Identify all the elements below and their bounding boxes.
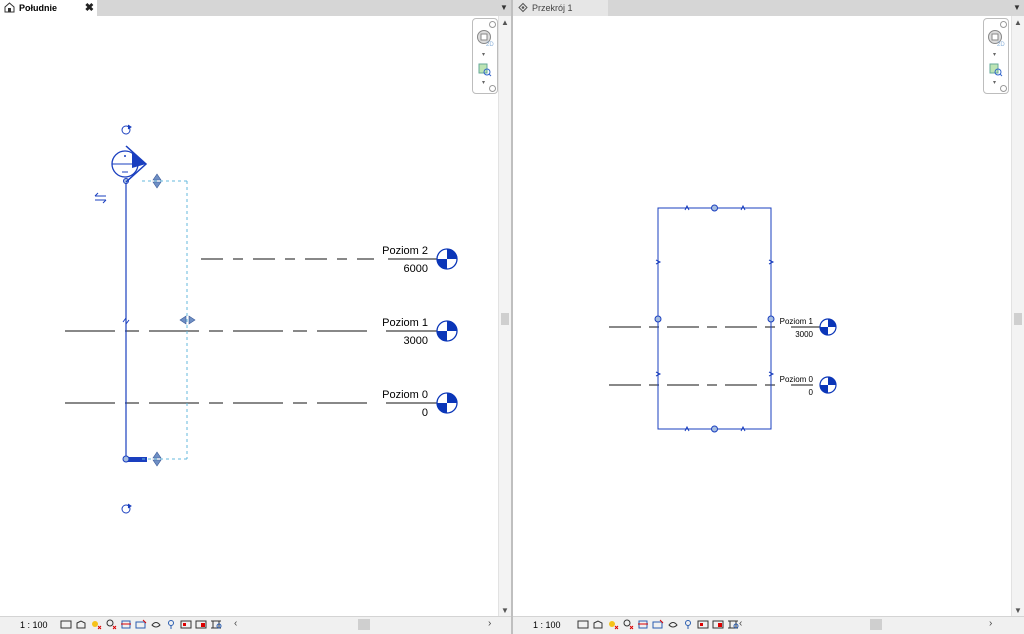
tab-dropdown-icon[interactable]: ▼ (1013, 3, 1021, 12)
section-head-marker[interactable] (111, 145, 148, 183)
rotate-icon[interactable] (121, 124, 132, 135)
right-view-window: Przekrój 1 ▼ 2D ▾ ▾ (513, 0, 1024, 634)
unlock-3d-view-icon[interactable] (150, 619, 162, 630)
level-name: Poziom 2 (382, 245, 428, 257)
scroll-down-icon[interactable]: ▼ (501, 606, 509, 615)
view-control-bar: 1 : 100 ‹ › (513, 616, 1024, 634)
visual-style-icon[interactable] (592, 619, 604, 630)
elevation-drawing-canvas[interactable]: Poziom 2 6000 Poziom 1 3000 Poziom 0 0 (0, 16, 498, 616)
tab-poludnie[interactable]: Południe ✖ (0, 0, 97, 16)
rotate-icon[interactable] (121, 503, 132, 514)
horizontal-drag-grip-icon[interactable] (179, 315, 196, 325)
temporary-view-properties-icon[interactable] (712, 619, 724, 630)
level-head-marker-icon[interactable] (819, 376, 837, 394)
reveal-hidden-icon[interactable] (180, 619, 192, 630)
section-drawing-canvas[interactable]: Poziom 1 3000 Poziom 0 0 (513, 16, 1011, 616)
analytical-model-icon[interactable] (210, 619, 222, 630)
level-head-marker-icon[interactable] (436, 248, 458, 270)
detail-level-icon[interactable] (60, 619, 72, 630)
chevron-down-icon[interactable]: ▾ (482, 80, 486, 86)
steering-wheel-2d-icon[interactable]: 2D (987, 29, 1005, 47)
temporary-hide-icon[interactable] (165, 619, 177, 630)
selected-section-line[interactable] (122, 178, 147, 463)
svg-text:2D: 2D (486, 42, 494, 47)
navigation-bar: 2D ▾ ▾ (983, 18, 1009, 94)
pane-divider[interactable] (511, 0, 513, 634)
view-control-bar: 1 : 100 ‹ › (0, 616, 511, 634)
level-name: Poziom 1 (382, 317, 428, 329)
temporary-hide-icon[interactable] (682, 619, 694, 630)
navbar-handle-icon (489, 85, 496, 92)
shadows-icon[interactable] (105, 619, 117, 630)
left-view-window: Południe ✖ ▼ 2D ▾ ▾ (0, 0, 511, 634)
tab-dropdown-icon[interactable]: ▼ (500, 3, 508, 12)
level-name: Poziom 1 (780, 317, 814, 326)
navbar-handle-icon (1000, 85, 1007, 92)
level-elevation: 0 (422, 407, 428, 419)
level-elevation: 3000 (795, 330, 813, 339)
visual-style-icon[interactable] (75, 619, 87, 630)
level-elevation: 3000 (404, 335, 428, 347)
shadows-icon[interactable] (622, 619, 634, 630)
level-name: Poziom 0 (382, 389, 428, 401)
show-crop-region-icon[interactable] (652, 619, 664, 630)
view-scale[interactable]: 1 : 100 (533, 620, 561, 630)
level-head-marker-icon[interactable] (436, 392, 458, 414)
analytical-model-icon[interactable] (727, 619, 739, 630)
detail-level-icon[interactable] (577, 619, 589, 630)
scroll-right-icon[interactable]: › (488, 618, 492, 629)
sun-path-icon[interactable] (607, 619, 619, 630)
chevron-down-icon[interactable]: ▾ (993, 80, 997, 86)
level-name: Poziom 0 (780, 375, 814, 384)
flip-arrows-icon[interactable] (94, 192, 107, 204)
tab-label: Przekrój 1 (532, 3, 573, 13)
vertical-drag-grip-icon[interactable] (152, 451, 162, 467)
view-scale[interactable]: 1 : 100 (20, 620, 48, 630)
level-head-marker-icon[interactable] (819, 318, 837, 336)
scroll-up-icon[interactable]: ▲ (1014, 18, 1022, 27)
chevron-down-icon[interactable]: ▾ (482, 52, 486, 58)
crop-view-icon[interactable] (637, 619, 649, 630)
scroll-thumb[interactable] (1014, 313, 1022, 325)
zoom-region-icon[interactable] (989, 63, 1003, 77)
elevation-view-icon (4, 2, 15, 13)
vertical-drag-grip-icon[interactable] (152, 173, 162, 189)
unlock-3d-view-icon[interactable] (667, 619, 679, 630)
crop-view-icon[interactable] (120, 619, 132, 630)
level-elevation: 6000 (404, 263, 428, 275)
navbar-handle-icon (1000, 21, 1007, 28)
sun-path-icon[interactable] (90, 619, 102, 630)
reveal-hidden-icon[interactable] (697, 619, 709, 630)
scroll-up-icon[interactable]: ▲ (501, 18, 509, 27)
scroll-down-icon[interactable]: ▼ (1014, 606, 1022, 615)
horizontal-scroll-thumb[interactable] (870, 619, 882, 630)
level-elevation: 0 (809, 388, 814, 397)
scroll-left-icon[interactable]: ‹ (234, 618, 238, 629)
scroll-right-icon[interactable]: › (989, 618, 993, 629)
tab-label: Południe (19, 3, 57, 13)
section-box[interactable] (654, 204, 775, 433)
view-controls (60, 619, 222, 632)
navbar-handle-icon (489, 21, 496, 28)
steering-wheel-2d-icon[interactable]: 2D (476, 29, 494, 47)
view-controls (577, 619, 739, 632)
scroll-left-icon[interactable]: ‹ (739, 618, 743, 629)
level-head-marker-icon[interactable] (436, 320, 458, 342)
chevron-down-icon[interactable]: ▾ (993, 52, 997, 58)
vertical-scrollbar[interactable]: ▲ ▼ (1011, 16, 1024, 617)
tab-strip: Południe ✖ ▼ (0, 0, 511, 16)
svg-text:2D: 2D (997, 42, 1005, 47)
scroll-thumb[interactable] (501, 313, 509, 325)
close-icon[interactable]: ✖ (84, 2, 94, 14)
horizontal-scroll-thumb[interactable] (358, 619, 370, 630)
zoom-region-icon[interactable] (478, 63, 492, 77)
section-view-icon (518, 2, 528, 13)
vertical-scrollbar[interactable]: ▲ ▼ (498, 16, 511, 617)
crop-region-dashed[interactable] (142, 180, 188, 460)
tab-strip: Przekrój 1 ▼ (513, 0, 1024, 16)
show-crop-region-icon[interactable] (135, 619, 147, 630)
navigation-bar: 2D ▾ ▾ (472, 18, 498, 94)
temporary-view-properties-icon[interactable] (195, 619, 207, 630)
tab-przekroj-1[interactable]: Przekrój 1 (513, 0, 608, 16)
